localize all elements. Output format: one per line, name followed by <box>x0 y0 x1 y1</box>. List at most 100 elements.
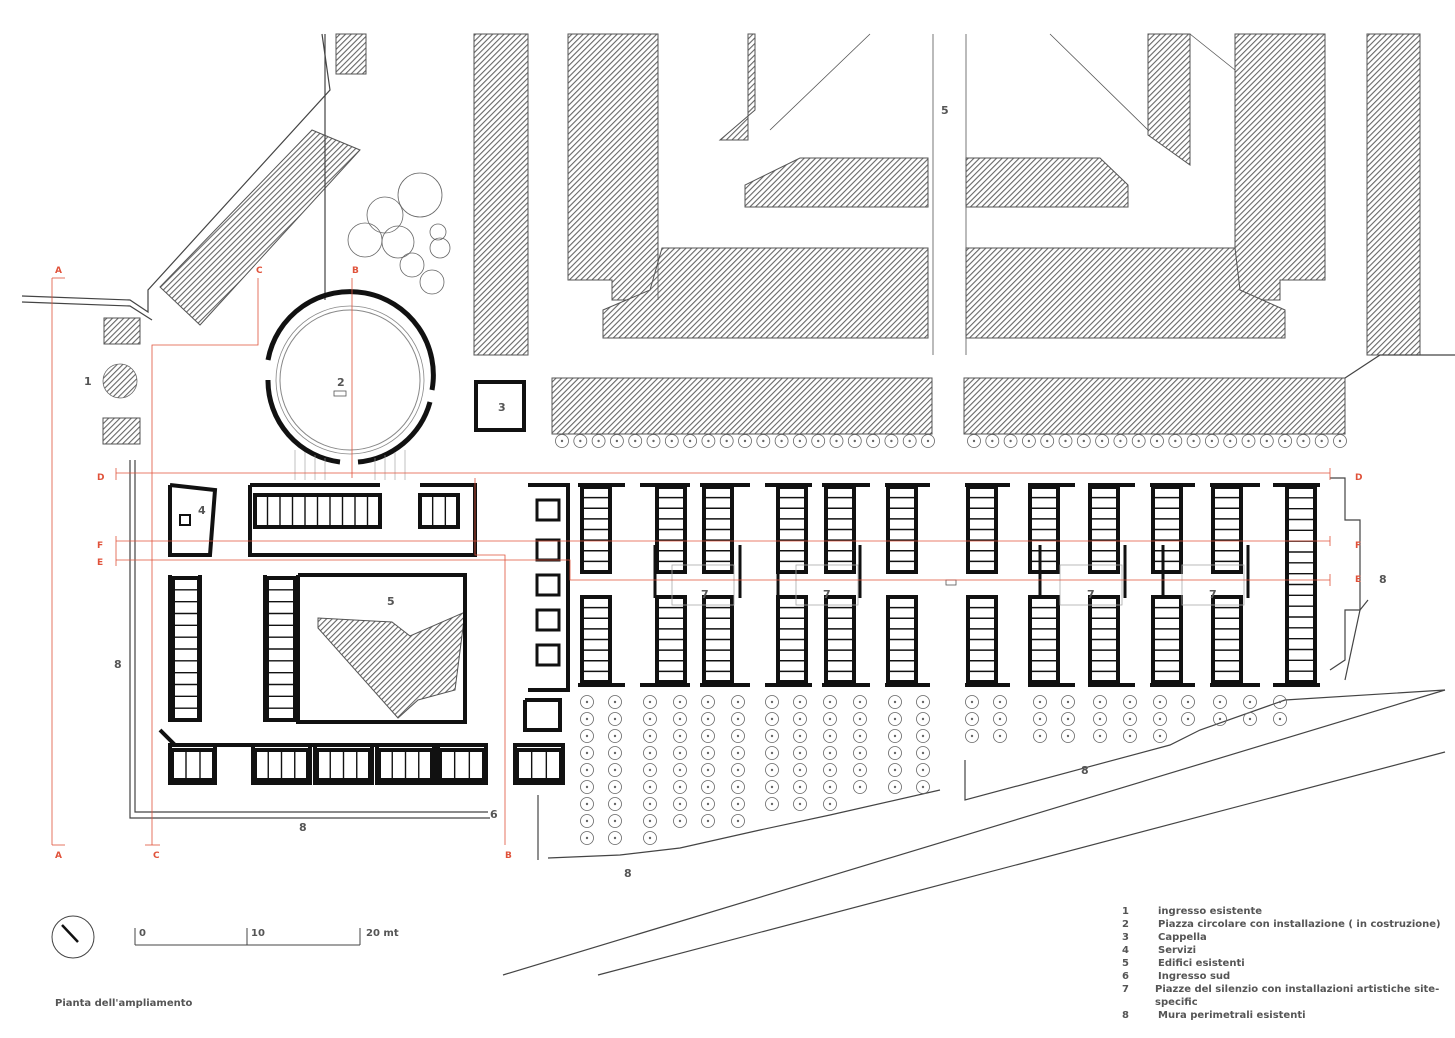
tree-mark <box>888 729 902 743</box>
tree-trunk <box>648 819 652 823</box>
scale-label-20: 20 mt <box>366 928 399 939</box>
tree-trunk <box>688 439 692 443</box>
tree-mark <box>1093 729 1107 743</box>
tree-trunk <box>652 439 655 443</box>
tree-trunk <box>908 439 911 443</box>
tree-mark <box>1033 695 1047 709</box>
tree-mark <box>1022 434 1036 448</box>
tree-mark <box>1003 434 1018 448</box>
tree-trunk <box>1064 439 1067 443</box>
section-d-right: D <box>1355 473 1362 483</box>
tree-trunk <box>736 819 740 823</box>
tree-mark <box>1033 712 1047 726</box>
tree-mark <box>608 712 622 726</box>
section-c-top: C <box>256 266 263 276</box>
tree-mark <box>1058 434 1073 448</box>
tree-trunk <box>585 717 589 721</box>
existing-buildings <box>102 33 1421 719</box>
tree-mark <box>993 695 1007 709</box>
tree-mark <box>1040 434 1055 448</box>
tree-mark <box>731 729 745 743</box>
tree-mark <box>829 434 844 448</box>
section-f-right: F <box>1355 541 1361 551</box>
tree-trunk <box>678 785 682 789</box>
tree-trunk <box>1218 700 1222 704</box>
tree-mark <box>1333 434 1347 448</box>
tree-trunk <box>678 700 682 704</box>
tree-trunk <box>858 734 862 738</box>
tree-trunk <box>613 700 617 704</box>
tree-trunk <box>613 785 617 789</box>
tree-mark <box>591 434 606 448</box>
tree-mark <box>765 729 779 743</box>
tree-trunk <box>736 751 740 755</box>
tree-mark <box>643 763 657 777</box>
label-5-south: 5 <box>387 595 395 608</box>
tree-trunk <box>648 751 652 755</box>
tree-mark <box>765 712 779 726</box>
tree-mark <box>719 434 734 448</box>
tree-mark <box>683 434 697 448</box>
tree-mark <box>1153 712 1167 726</box>
legend-text: Piazza circolare con installazione ( in … <box>1158 919 1441 930</box>
tree-mark <box>643 814 657 828</box>
tree-trunk <box>670 439 674 443</box>
tree-trunk <box>706 785 710 789</box>
tree-mark <box>1150 434 1164 448</box>
tree-mark <box>1273 695 1287 709</box>
tree-mark <box>1168 434 1183 448</box>
tree-trunk <box>921 751 925 755</box>
tree-trunk <box>579 439 582 443</box>
tree-mark <box>731 695 745 709</box>
tree-trunk <box>648 785 652 789</box>
tree-mark <box>580 729 594 743</box>
tree-trunk <box>770 802 774 806</box>
tree-trunk <box>798 439 802 443</box>
section-a-bottom: A <box>55 851 62 861</box>
tree-trunk <box>1066 734 1070 738</box>
tree-trunk <box>613 819 617 823</box>
tree-mark <box>993 729 1007 743</box>
tree-trunk <box>998 700 1002 704</box>
tree-trunk <box>634 439 637 443</box>
tree-mark <box>765 780 779 794</box>
tree-trunk <box>725 439 728 443</box>
tree-trunk <box>1248 700 1252 704</box>
tree-trunk <box>921 700 925 704</box>
tree-trunk <box>706 734 710 738</box>
tree-mark <box>580 695 594 709</box>
tree-trunk <box>798 700 802 704</box>
tree-mark <box>967 434 981 448</box>
tree-mark <box>1123 695 1137 709</box>
tree-trunk <box>1210 439 1214 443</box>
tree-mark <box>823 797 837 811</box>
wc-fixture <box>179 514 191 526</box>
tree-trunk <box>707 439 710 443</box>
tree-mark <box>701 712 715 726</box>
tree-trunk <box>770 768 774 772</box>
tree-trunk <box>858 751 862 755</box>
tree-mark <box>765 695 779 709</box>
tree-trunk <box>648 734 652 738</box>
tree-trunk <box>560 439 564 443</box>
perimeter-walls <box>21 33 1455 976</box>
tree-trunk <box>890 439 893 443</box>
tree-trunk <box>972 439 976 443</box>
tree-trunk <box>706 819 710 823</box>
tree-mark <box>643 780 657 794</box>
tree-mark <box>1213 695 1227 709</box>
tree-trunk <box>798 802 802 806</box>
tree-trunk <box>858 700 862 704</box>
tree-mark <box>1181 712 1195 726</box>
loculi-block <box>418 493 460 529</box>
section-c-bottom: C <box>153 851 160 861</box>
tree-trunk <box>1174 439 1177 443</box>
tree-trunk <box>1098 700 1102 704</box>
niche <box>535 608 561 632</box>
tree-mark <box>1061 695 1075 709</box>
tree-mark <box>756 434 771 448</box>
tree-mark <box>916 746 930 760</box>
